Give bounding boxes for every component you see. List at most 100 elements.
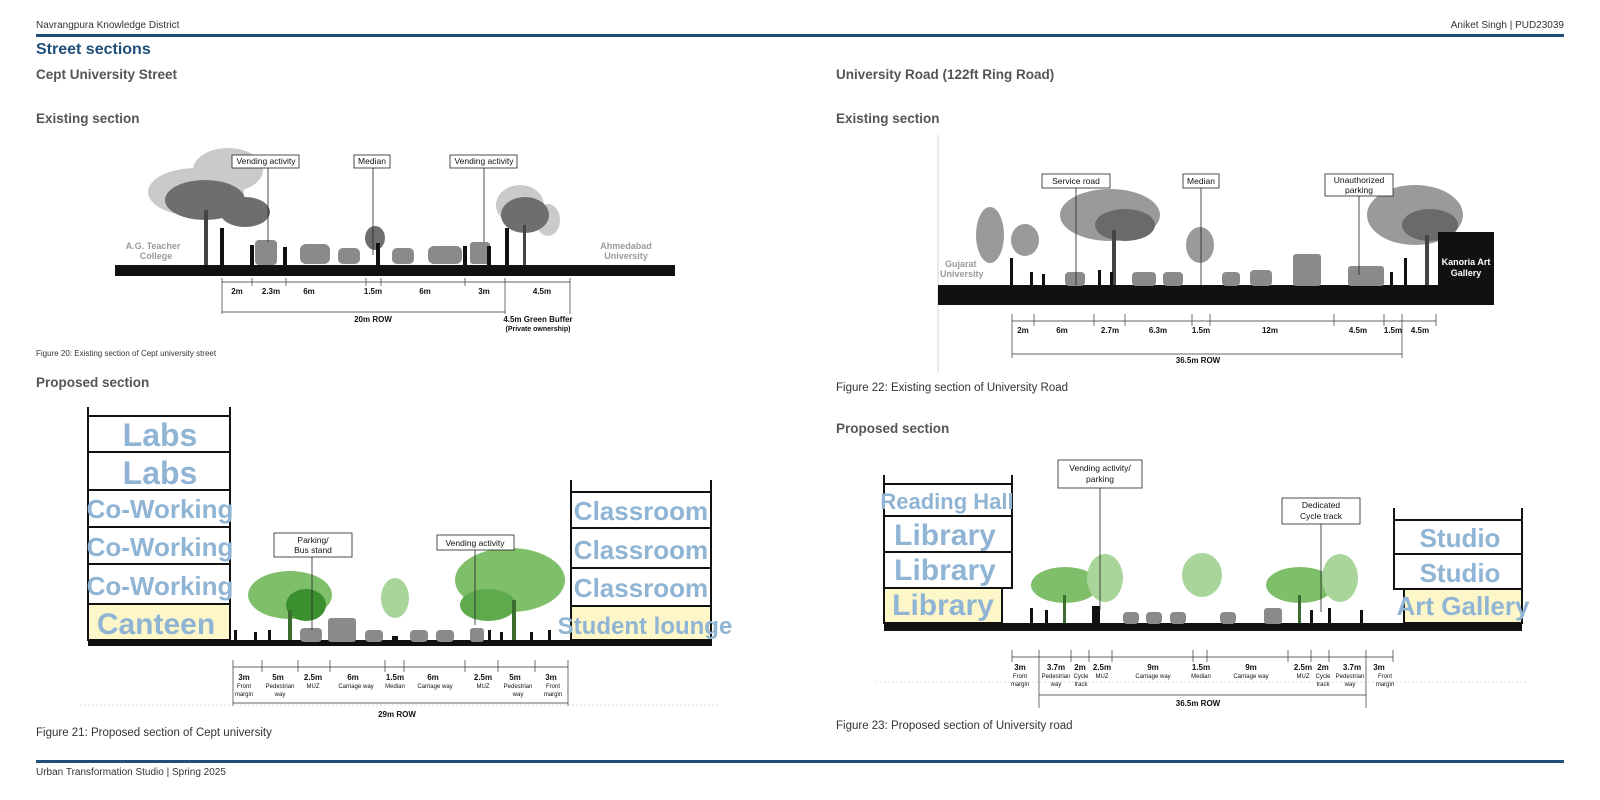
callout-vending: Vending activity [445,538,505,548]
callout-bus-stand: Bus stand [294,545,332,555]
dim-label: 4.5m [533,287,551,296]
dim-sub: MUZ [1297,674,1310,680]
dim-sub: Carriage way [338,684,373,690]
dim-sub: way [274,692,286,698]
page-title: Street sections [36,41,151,58]
row-label: 20m ROW [354,315,392,324]
dim-label: 4.5m [1411,326,1429,335]
figure-22-caption: Figure 22: Existing section of Universit… [836,382,1069,394]
building-floor-label: Classroom [574,573,708,603]
building-floor-label: Co-Working [87,571,234,601]
dim-label: 6m [303,287,315,296]
figure-20-caption: Figure 20: Existing section of Cept univ… [36,349,217,358]
left-proposed-heading: Proposed section [36,375,150,390]
building-floor-label: Studio [1420,558,1501,588]
building-floor-label: Canteen [97,608,215,641]
building-floor-label: Co-Working [87,494,234,524]
dim-label: 2.7m [1101,326,1119,335]
dim-label: 2m [1017,326,1029,335]
edge-label: University [604,251,648,261]
dim-label: 12m [1262,326,1278,335]
dim-label: 3m [478,287,490,296]
dim-label: 6m [427,673,439,682]
dim-label: 2m [1074,663,1086,672]
edge-label: Gallery [1451,268,1482,278]
building-floor-label: Library [894,554,996,587]
dim-sub: Pedestrian [504,684,533,690]
edge-label: Ahmedabad [600,241,652,251]
dim-sub: way [1050,682,1062,688]
callout-service-road: Service road [1052,176,1100,186]
dim-label: 6m [347,673,359,682]
figure-23-caption: Figure 23: Proposed section of Universit… [836,720,1073,732]
dim-sub: MUZ [1096,674,1109,680]
buffer-label: 4.5m Green Buffer [503,315,572,324]
building-floor-label: Co-Working [87,532,234,562]
dim-sub: track [1316,682,1330,688]
dim-label: 2.5m [1093,663,1111,672]
dim-label: 2.5m [304,673,322,682]
dim-label: 3.7m [1047,663,1065,672]
callout-parking: parking [1086,474,1114,484]
dim-label: 6m [419,287,431,296]
row-label: 36.5m ROW [1176,356,1221,365]
callout-dedicated: Dedicated [1302,500,1341,510]
dim-label: 6.3m [1149,326,1167,335]
dim-sub: way [512,692,524,698]
dim-sub: MUZ [477,684,490,690]
dim-sub: way [1344,682,1356,688]
building-floor-label: Classroom [574,496,708,526]
dim-sub: Pedestrian [1336,674,1365,680]
dim-sub: Cycle [1315,674,1331,680]
dim-sub: Carriage way [1233,674,1268,680]
building-floor-label: Library [894,519,996,552]
proposed-section-university-road: Reading Hall Library Library Library Stu… [876,459,1530,708]
dim-label: 3.7m [1343,663,1361,672]
building-floor-label: Art Gallery [1397,591,1530,621]
dim-sub: Front [1378,674,1392,680]
dim-label: 4.5m [1349,326,1367,335]
footer-text: Urban Transformation Studio | Spring 202… [36,767,226,778]
dim-label: 2m [1317,663,1329,672]
edge-label: Gujarat [945,259,977,269]
header-author: Aniket Singh | PUD23039 [1450,20,1564,31]
callout-median: Median [1187,176,1215,186]
dim-sub: Cycle [1073,674,1089,680]
dim-label: 1.5m [364,287,382,296]
left-panel-title: Cept University Street [36,67,178,82]
dim-sub: Median [385,684,405,690]
building-floor-label: Classroom [574,535,708,565]
callout-unauthorized: Unauthorized [1334,175,1385,185]
header-rule [36,34,1564,37]
building-floor-label: Labs [123,417,198,453]
dim-sub: track [1074,682,1088,688]
building-floor-label: Studio [1420,523,1501,553]
edge-label: Kanoria Art [1442,257,1491,267]
dim-label: 2.3m [262,287,280,296]
dim-label: 9m [1245,663,1257,672]
dim-label: 1.5m [386,673,404,682]
left-existing-heading: Existing section [36,111,140,126]
dim-sub: Pedestrian [1042,674,1071,680]
dim-sub: Carriage way [1135,674,1170,680]
dim-label: 3m [238,673,250,682]
row-label: 29m ROW [378,710,416,719]
dim-label: 3m [545,673,557,682]
building-floor-label: Student lounge [558,613,733,640]
dim-sub: MUZ [307,684,320,690]
dim-sub: Front [1013,674,1027,680]
dim-sub: Carriage way [417,684,452,690]
dim-label: 5m [272,673,284,682]
callout-vending: Vending activity/ [1069,463,1131,473]
dim-sub: margin [544,692,562,698]
dim-sub: margin [235,692,253,698]
dim-label: 6m [1056,326,1068,335]
callout-cycle-track: Cycle track [1300,511,1343,521]
building-floor-label: Reading Hall [880,489,1013,514]
existing-section-cept: A.G. Teacher College Ahmedabad Universit… [115,148,675,333]
edge-label: A.G. Teacher [126,241,181,251]
dim-sub: Front [237,684,251,690]
dim-label: 2.5m [1294,663,1312,672]
existing-section-university-road: Gujarat University Kanoria Art Gallery S… [937,135,1494,372]
buffer-note: (Private ownership) [506,326,571,333]
